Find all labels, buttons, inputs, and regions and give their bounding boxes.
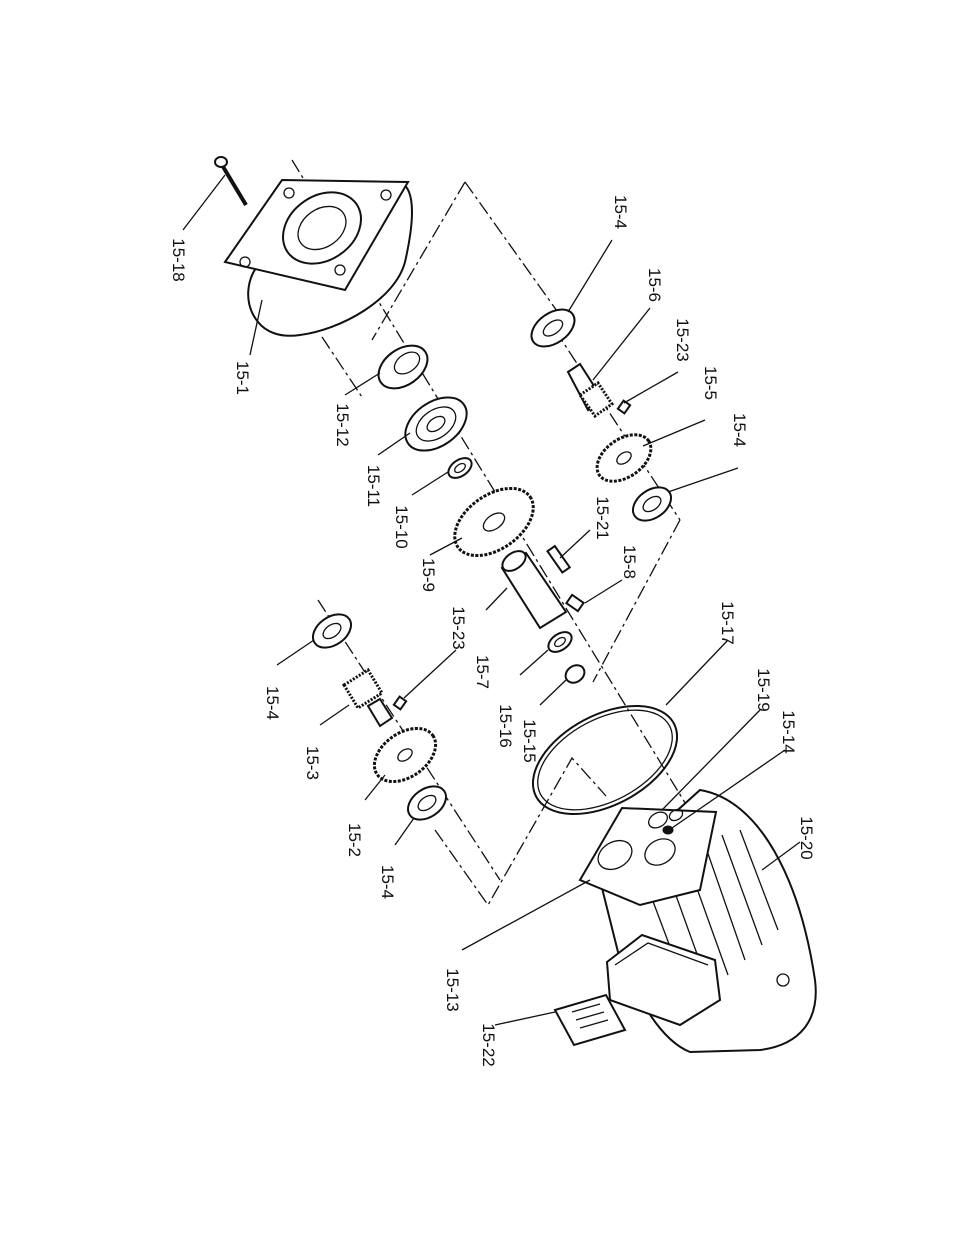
label-15-18: 15-18 xyxy=(169,238,188,281)
label-15-23-lower: 15-23 xyxy=(449,606,468,649)
part-15-11-bearing xyxy=(396,386,477,461)
label-15-5: 15-5 xyxy=(701,366,720,400)
part-15-1-housing xyxy=(225,178,412,336)
label-15-15: 15-15 xyxy=(520,719,539,762)
part-15-12-bearing xyxy=(371,337,436,397)
part-15-23-key-lower xyxy=(394,697,406,710)
part-15-21-key xyxy=(547,546,569,572)
part-15-10-washer xyxy=(445,454,475,482)
label-15-6: 15-6 xyxy=(645,268,664,302)
label-15-8: 15-8 xyxy=(620,545,639,579)
part-15-6-pinion-shaft xyxy=(568,364,612,416)
label-15-7: 15-7 xyxy=(473,655,492,689)
label-15-17: 15-17 xyxy=(718,601,737,644)
part-15-4-bearing-upper xyxy=(525,302,582,354)
part-15-16-washer xyxy=(545,628,575,656)
label-15-12: 15-12 xyxy=(333,403,352,446)
label-15-20: 15-20 xyxy=(797,816,816,859)
part-15-15-bushing xyxy=(562,662,588,687)
label-15-9: 15-9 xyxy=(419,558,438,592)
part-15-3-pinion-shaft xyxy=(344,670,392,726)
label-15-4-upper: 15-4 xyxy=(611,195,630,229)
label-15-4-lower-right: 15-4 xyxy=(378,865,397,899)
label-15-2: 15-2 xyxy=(345,823,364,857)
label-15-4-upper-right: 15-4 xyxy=(730,413,749,447)
label-15-22: 15-22 xyxy=(479,1023,498,1066)
label-15-23-upper: 15-23 xyxy=(673,318,692,361)
label-15-11: 15-11 xyxy=(364,465,383,507)
part-15-14-shaft-stub xyxy=(663,826,673,834)
label-15-13: 15-13 xyxy=(443,968,462,1011)
label-15-10: 15-10 xyxy=(392,505,411,548)
part-15-4-bearing-lower xyxy=(307,607,357,654)
label-15-14: 15-14 xyxy=(779,710,798,753)
part-15-2-gear xyxy=(365,717,446,792)
label-15-16: 15-16 xyxy=(496,704,515,747)
part-15-8-key xyxy=(566,595,583,611)
label-15-3: 15-3 xyxy=(303,746,322,780)
part-15-13-gearbox-base xyxy=(580,808,716,905)
part-15-9-gear xyxy=(442,475,545,570)
label-15-4-lower-left: 15-4 xyxy=(263,686,282,720)
label-15-19: 15-19 xyxy=(754,668,773,711)
part-15-4-bearing-lower-right xyxy=(402,779,452,826)
label-15-1: 15-1 xyxy=(233,361,252,395)
label-15-21: 15-21 xyxy=(593,496,612,539)
part-15-4-bearing-upper-right xyxy=(627,480,677,527)
